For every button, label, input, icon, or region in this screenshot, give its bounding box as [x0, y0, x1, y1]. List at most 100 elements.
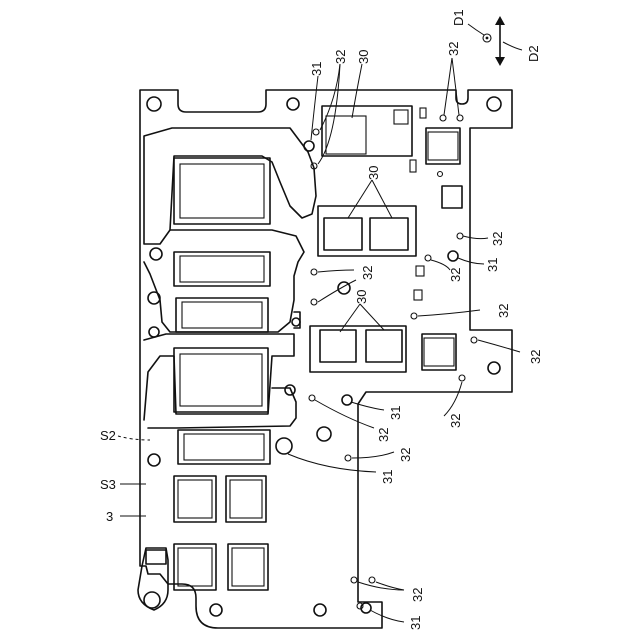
pin-small-1 — [438, 172, 443, 177]
leader-31-right — [458, 258, 484, 264]
pin-32-n — [351, 577, 357, 583]
terminal-lug-hole — [144, 592, 160, 608]
label-32-mid-a: 32 — [360, 266, 375, 280]
pin-32-a — [313, 129, 319, 135]
middle-frame-right — [148, 388, 296, 428]
pin-32-e — [457, 233, 463, 239]
leader-32-tr-a — [444, 58, 452, 115]
component-30-pair-upper — [318, 206, 416, 256]
pin-32-o — [369, 577, 375, 583]
pin-32-i — [411, 313, 417, 319]
component-30-pair-upper-b — [370, 218, 408, 250]
pin-32-k — [459, 375, 465, 381]
component-30-top-pad — [394, 110, 408, 124]
top-frame — [144, 128, 316, 244]
leader-30-mid-b — [372, 180, 392, 218]
component-block-4 — [174, 348, 268, 412]
leader-32-mid-b — [318, 280, 356, 302]
mount-hole-2 — [287, 98, 299, 110]
direction-d2-arrowhead-down — [495, 57, 505, 66]
label-32-bottom: 32 — [410, 588, 425, 602]
label-d2: D2 — [526, 45, 541, 62]
mount-hole-8 — [488, 362, 500, 374]
leader-32-right-a — [463, 236, 488, 239]
pin-32-m — [345, 455, 351, 461]
label-32-tr: 32 — [446, 42, 461, 56]
square-component-c-inner — [178, 548, 212, 586]
label-32-lower-right: 32 — [448, 414, 463, 428]
label-31-top: 31 — [309, 62, 324, 76]
label-32-right-a: 32 — [490, 232, 505, 246]
square-component-d-inner — [232, 548, 264, 586]
pin-32-j — [471, 337, 477, 343]
component-right-mid-inner — [424, 338, 454, 366]
hole-31-d — [448, 251, 458, 261]
component-top-right-inner — [428, 132, 458, 160]
label-31-lower: 31 — [388, 406, 403, 420]
leader-d2 — [503, 42, 522, 50]
leader-30-lower-a — [340, 304, 360, 332]
component-pad-a — [416, 266, 424, 276]
component-top-right — [426, 128, 460, 164]
mount-hole-3 — [487, 97, 501, 111]
pin-32-c — [440, 115, 446, 121]
terminal-lug-base — [146, 550, 166, 564]
label-31-lower-b: 31 — [380, 470, 395, 484]
component-30-pair-lower-b — [366, 330, 402, 362]
mount-hole-5 — [148, 292, 160, 304]
leader-31-lower — [351, 402, 384, 410]
label-31-bottom: 31 — [408, 616, 423, 630]
label-30-top: 30 — [356, 50, 371, 64]
label-30-mid: 30 — [366, 166, 381, 180]
label-32-top: 32 — [333, 50, 348, 64]
square-component-c — [174, 544, 216, 590]
square-component-a-inner — [178, 480, 212, 518]
mount-hole-10 — [314, 604, 326, 616]
label-d1: D1 — [451, 9, 466, 26]
leader-31-lower-b — [288, 454, 376, 472]
component-right-mid — [422, 334, 456, 370]
leader-32-lower-right — [444, 382, 462, 416]
middle-frame — [144, 334, 294, 420]
label-s3: S3 — [100, 477, 116, 492]
mount-hole-4 — [150, 248, 162, 260]
square-component-b — [226, 476, 266, 522]
label-32-lower-b: 32 — [398, 448, 413, 462]
leader-32-tr-b — [452, 58, 459, 115]
label-31-right: 31 — [485, 258, 500, 272]
leader-31-bottom — [370, 610, 404, 622]
label-3: 3 — [106, 509, 113, 524]
component-block-1-inner — [180, 164, 264, 218]
direction-d2-arrowhead-up — [495, 16, 505, 25]
pin-32-h — [425, 255, 431, 261]
square-component-d — [228, 544, 268, 590]
leader-30-mid-a — [348, 180, 372, 218]
component-block-2-inner — [180, 256, 264, 282]
mount-hole-6 — [149, 327, 159, 337]
label-32-lower: 32 — [376, 428, 391, 442]
hole-31-a — [276, 438, 292, 454]
top-frame-inner — [144, 230, 304, 332]
hole-31-b — [304, 141, 314, 151]
component-pad-b — [414, 290, 422, 300]
direction-d1-dot — [486, 37, 489, 40]
mount-hole-1 — [147, 97, 161, 111]
label-30-lower: 30 — [354, 290, 369, 304]
square-component-b-inner — [230, 480, 262, 518]
small-square-right — [442, 186, 462, 208]
component-30-pair-lower — [310, 326, 406, 372]
leader-30-top — [352, 64, 362, 118]
leader-d1 — [468, 24, 484, 35]
pin-32-d — [457, 115, 463, 121]
component-30-pair-upper-a — [324, 218, 362, 250]
hole-31-e — [342, 395, 352, 405]
component-block-3-inner — [182, 302, 262, 328]
pin-32-l — [309, 395, 315, 401]
component-30-pair-lower-a — [320, 330, 356, 362]
label-s2: S2 — [100, 428, 116, 443]
mount-hole-11 — [317, 427, 331, 441]
leader-32-right-c — [478, 340, 520, 352]
component-30-top-inner — [326, 116, 366, 154]
small-hole-b — [292, 318, 300, 326]
